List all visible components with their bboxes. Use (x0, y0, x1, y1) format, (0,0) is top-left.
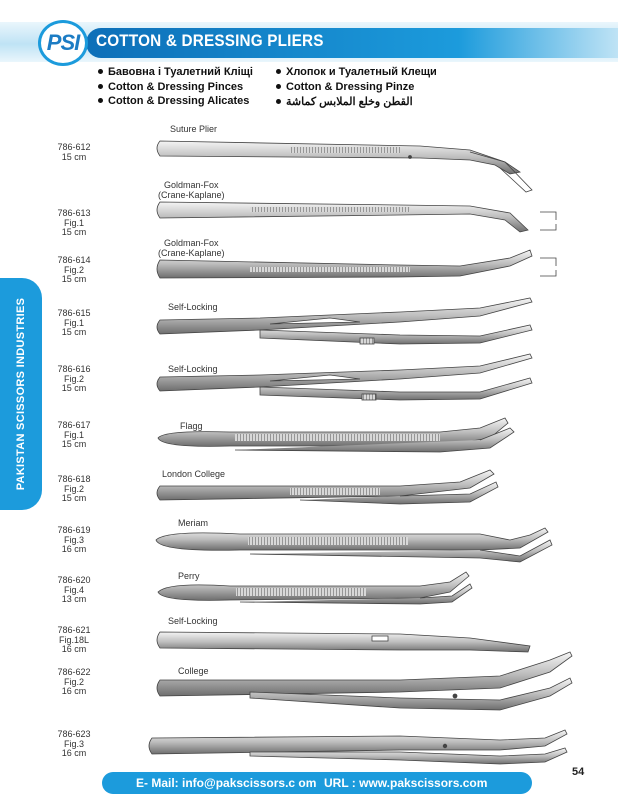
instrument-786-621 (156, 631, 531, 653)
instrument-786-615 (156, 297, 533, 345)
instrument-label: Self-Locking (168, 302, 218, 312)
instrument-label: Meriam (178, 518, 209, 528)
instrument-786-620 (157, 571, 473, 605)
name-item: Бавовна і Туалетний Кліщі (98, 66, 253, 81)
instrument-786-619 (155, 527, 553, 563)
instrument-label: Flagg (180, 421, 203, 431)
instrument-label: Perry (178, 571, 200, 581)
instrument-786-612 (156, 140, 533, 193)
name-item: Хлопок и Туалетный Клещи (276, 66, 437, 81)
company-logo: PSI (38, 20, 88, 66)
instrument-786-623 (148, 729, 568, 765)
footer-email[interactable]: E- Mail: info@pakscissors.c om (136, 776, 317, 790)
instrument-786-617 (157, 417, 515, 453)
instrument-label: College (178, 666, 209, 676)
instrument-label: London College (162, 469, 226, 479)
names-right: Хлопок и Туалетный Клещи Cotton & Dressi… (276, 66, 437, 110)
name-item: Cotton & Dressing Pinces (98, 81, 253, 96)
instrument-label: Goldman-Fox(Crane-Kaplane) (158, 180, 225, 200)
name-item: Cotton & Dressing Alicates (98, 95, 253, 110)
page-number: 54 (572, 766, 585, 778)
sidebar-tab: PAKISTAN SCISSORS INDUSTRIES (0, 278, 42, 510)
instrument-786-622 (156, 651, 573, 711)
title-bar (86, 28, 618, 58)
instrument-label: Self-Locking (168, 364, 218, 374)
name-item: القطن وخلع الملابس كماشة (276, 95, 437, 110)
instrument-786-618 (156, 469, 499, 505)
instrument-786-613 (156, 201, 557, 233)
names-left: Бавовна і Туалетний Кліщі Cotton & Dress… (98, 66, 253, 110)
footer-bar: E- Mail: info@pakscissors.c om URL : www… (102, 772, 532, 794)
instrument-label: Goldman-Fox(Crane-Kaplane) (158, 238, 225, 258)
instrument-786-616 (156, 353, 533, 401)
instrument-label: Self-Locking (168, 616, 218, 626)
footer-url[interactable]: URL : www.pakscissors.com (324, 776, 488, 790)
instrument-label: Suture Plier (170, 124, 218, 134)
instrument-786-614 (156, 249, 557, 279)
page-title: COTTON & DRESSING PLIERS (96, 31, 324, 50)
name-item: Cotton & Dressing Pinze (276, 81, 437, 96)
